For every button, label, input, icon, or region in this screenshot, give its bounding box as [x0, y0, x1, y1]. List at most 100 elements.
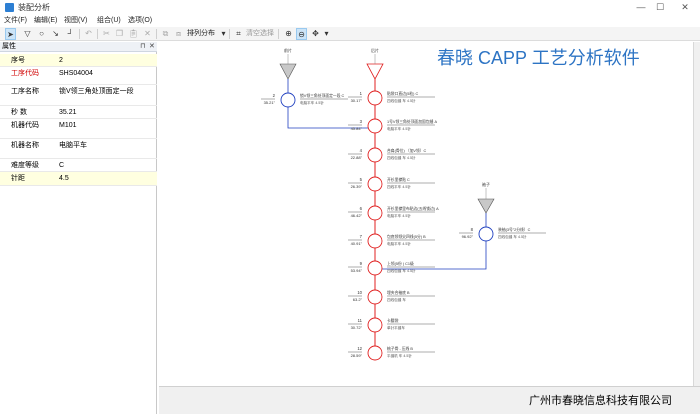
node-time: 28.59": [351, 353, 363, 358]
menu-view[interactable]: 视图(V): [64, 17, 88, 24]
property-value[interactable]: 锁V领三角处顶面定一段: [59, 88, 134, 95]
property-label: 序号: [11, 57, 25, 64]
menu-edit[interactable]: 编辑(E): [34, 17, 58, 24]
triangle-tool-icon[interactable]: ▽: [24, 29, 31, 38]
property-value[interactable]: M101: [59, 122, 77, 129]
toolbar: ➤ ▽ ○ ↘ ┘ ↶ ✂ ❐ 📋︎ ✕ ⧉ ⧈ 排列分布 ▾ ⌗ 清空选择 ⊕…: [0, 27, 700, 41]
node-name: 包底领领尖四线(5分) B: [387, 234, 426, 239]
node-number: 4: [360, 148, 363, 153]
node-machine: 电脑平车 4.5针: [387, 241, 411, 246]
process-node[interactable]: [280, 92, 296, 108]
circle-tool-icon[interactable]: ○: [39, 29, 44, 38]
toolbar-separator: [156, 29, 157, 39]
node-time: 30.72": [351, 325, 363, 330]
node-time: 22.88": [351, 155, 363, 160]
node-number: 12: [357, 346, 362, 351]
source-triangle-icon[interactable]: [279, 63, 297, 80]
property-value[interactable]: 2: [59, 57, 63, 64]
property-label: 难度等级: [11, 162, 39, 169]
property-value[interactable]: 4.5: [59, 175, 69, 182]
properties-title: 属性: [2, 43, 16, 50]
zoom-out-icon[interactable]: ⊖: [296, 28, 307, 40]
properties-header: 属性 ⊓ ✕: [0, 42, 157, 52]
connector-tool-icon[interactable]: ↘: [52, 29, 59, 38]
chevron-down-icon[interactable]: ▾: [221, 29, 226, 38]
property-row[interactable]: 机器名称 电脑平车: [0, 139, 157, 159]
toolbar-separator: [79, 29, 80, 39]
process-node[interactable]: [367, 345, 383, 361]
node-name: 装袖(3号"2分线）C: [498, 227, 531, 232]
cut-icon[interactable]: ✂: [103, 29, 110, 38]
zoom-in-icon[interactable]: ⊕: [285, 29, 292, 38]
vertical-scrollbar[interactable]: [693, 42, 700, 386]
property-value[interactable]: SHS04004: [59, 70, 93, 77]
process-node[interactable]: [367, 147, 383, 163]
property-row[interactable]: 秒 数 35.21: [0, 106, 157, 119]
property-label: 机器代码: [11, 122, 39, 129]
node-machine: 四线包缝 车 4.5针: [387, 268, 416, 273]
delete-icon[interactable]: ✕: [144, 29, 151, 38]
menu-options[interactable]: 选项(O): [128, 17, 153, 24]
property-value[interactable]: 35.21: [59, 109, 77, 116]
node-machine: 四线包缝 车 4.5针: [498, 234, 527, 239]
paste-icon[interactable]: 📋︎: [128, 29, 139, 38]
copy-icon[interactable]: ❐: [115, 29, 124, 38]
source-triangle-icon[interactable]: [366, 63, 384, 80]
node-number: 2: [273, 93, 276, 98]
process-node[interactable]: [367, 205, 383, 221]
horizontal-scrollbar[interactable]: [159, 386, 700, 414]
source-triangle-icon[interactable]: [477, 198, 495, 214]
node-time: 40.91": [351, 241, 363, 246]
menu-file[interactable]: 文件(F): [4, 17, 27, 24]
process-node[interactable]: [367, 118, 383, 134]
process-node[interactable]: [367, 90, 383, 106]
node-time: 26.39": [351, 184, 363, 189]
node-time: 46.42": [351, 213, 363, 218]
branch-flow-line: [382, 241, 487, 270]
undo-icon[interactable]: ↶: [85, 29, 92, 38]
line-tool-icon[interactable]: ┘: [67, 29, 74, 38]
triangle-label: 前片: [284, 47, 292, 53]
node-name: 1号V领三角处顶面加固包缝 A: [387, 119, 437, 124]
menu-combine[interactable]: 组合(U): [97, 17, 121, 24]
pin-icon[interactable]: ⊓: [140, 43, 146, 50]
pointer-tool-icon[interactable]: ➤: [5, 28, 16, 40]
property-row[interactable]: 序号 2: [0, 54, 157, 67]
process-flow-diagram[interactable]: 前片后片袖子235.21"锁V领三角处顶面定一段 C电脑平车 4.5针896.9…: [159, 42, 700, 386]
process-node[interactable]: [367, 233, 383, 249]
toolbar-separator: [229, 29, 230, 39]
pan-icon[interactable]: ✥: [312, 29, 319, 38]
minimize-button[interactable]: —: [636, 2, 646, 12]
property-row[interactable]: 机器代码 M101: [0, 119, 157, 139]
process-node[interactable]: [478, 226, 494, 242]
node-name: 贴袋口直边(5粒) C: [387, 91, 418, 96]
property-label: 机器名称: [11, 142, 39, 149]
node-machine: 电脑平车 4.5针: [300, 100, 324, 105]
bring-front-icon[interactable]: ⧉: [162, 29, 169, 38]
node-time: 30.17": [351, 98, 363, 103]
select-area-icon[interactable]: ⌗: [236, 29, 241, 38]
process-node[interactable]: [367, 176, 383, 192]
property-value[interactable]: C: [59, 162, 65, 169]
app-icon: [5, 3, 14, 12]
property-value[interactable]: 电脑平车: [59, 142, 87, 149]
node-machine: 四线包缝 车 4.5针: [387, 98, 416, 103]
node-number: 5: [360, 177, 363, 182]
property-row[interactable]: 难度等级 C: [0, 159, 157, 172]
property-row[interactable]: 工序名称锁V领三角处顶面定一段: [0, 85, 157, 106]
process-node[interactable]: [367, 260, 383, 276]
close-panel-icon[interactable]: ✕: [149, 43, 155, 50]
clear-selection-button[interactable]: 清空选择: [246, 30, 274, 37]
send-back-icon[interactable]: ⧈: [175, 29, 182, 38]
chevron-down-icon[interactable]: ▾: [324, 29, 329, 38]
node-name: 卡腰袋: [387, 318, 399, 323]
maximize-button[interactable]: ☐: [655, 2, 665, 12]
close-button[interactable]: ✕: [681, 2, 689, 12]
arrange-dropdown[interactable]: 排列分布: [187, 30, 215, 37]
process-node[interactable]: [367, 317, 383, 333]
property-label: 秒 数: [11, 109, 27, 116]
process-node[interactable]: [367, 289, 383, 305]
